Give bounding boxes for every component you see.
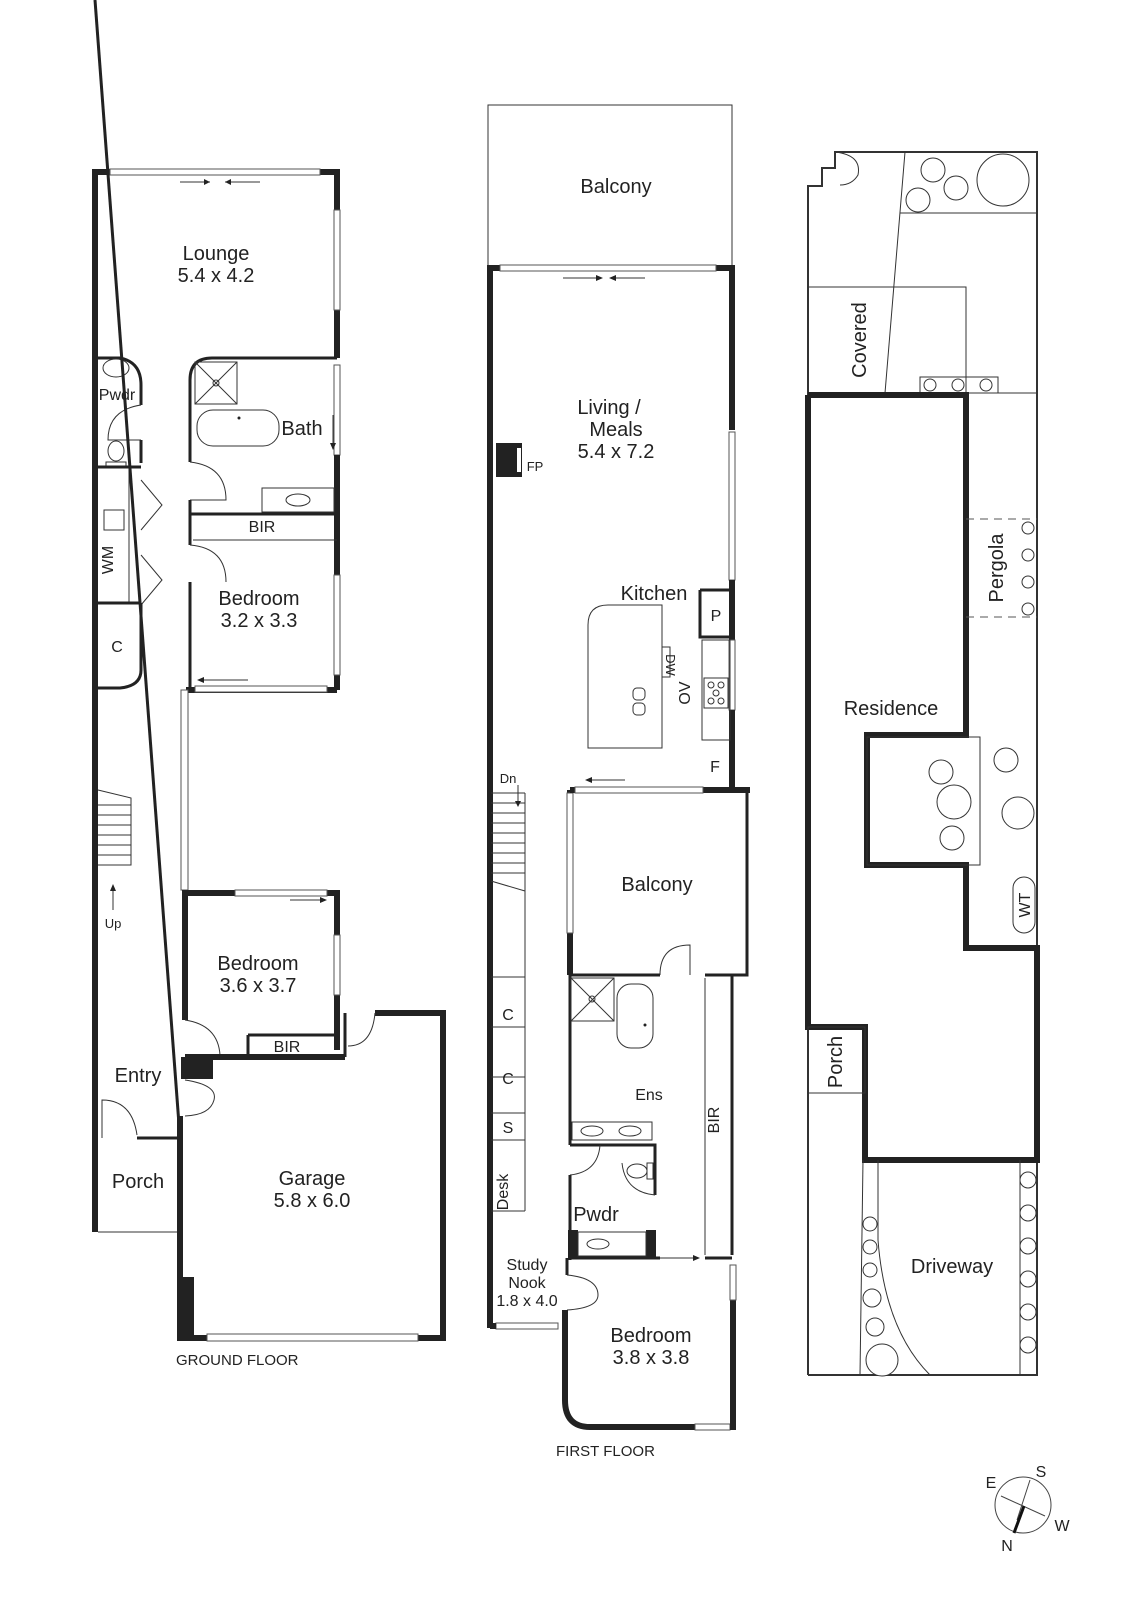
- tree-icon: [862, 1288, 882, 1308]
- tree-icon: [1001, 796, 1035, 830]
- fireplace-label: FP: [527, 459, 544, 474]
- balcony-top-label: Balcony: [580, 176, 651, 198]
- first-floor-labels: Balcony Living / Meals 5.4 x 7.2 FP Kitc…: [495, 176, 723, 1369]
- tree-icon: [862, 1239, 878, 1255]
- water-tank-label: WT: [1017, 892, 1034, 917]
- residence-label: Residence: [844, 698, 939, 720]
- bir-label-1: BIR: [249, 519, 276, 536]
- pantry-label: P: [711, 608, 722, 625]
- garage-label: Garage: [279, 1168, 346, 1190]
- compass-w: W: [1054, 1518, 1070, 1535]
- tree-icon: [862, 1262, 878, 1278]
- bedroom-first-label: Bedroom: [610, 1325, 691, 1347]
- stairs-down-label: Dn: [500, 771, 517, 786]
- ground-floor-labels: Lounge 5.4 x 4.2 Pwdr Bath BIR WM Bedroo…: [99, 243, 351, 1212]
- ensuite-label: Ens: [635, 1087, 663, 1104]
- tree-icon: [993, 747, 1019, 773]
- tree-icon: [979, 378, 993, 392]
- site-plan-labels: Covered Pergola Residence WT Porch Drive…: [825, 302, 1034, 1278]
- pwdr-label: Pwdr: [99, 387, 136, 404]
- bedroom-first-size: 3.8 x 3.8: [613, 1347, 690, 1369]
- study-label-line1: Study: [507, 1257, 548, 1274]
- tree-icon: [865, 1343, 899, 1377]
- ground-floor-plan: [92, 0, 446, 1342]
- kitchen-label: Kitchen: [621, 583, 688, 605]
- dishwasher-label: DW: [663, 654, 678, 676]
- study-size: 1.8 x 4.0: [496, 1293, 557, 1310]
- tree-icon: [943, 175, 969, 201]
- cupboard-label: C: [111, 639, 123, 656]
- tree-icon: [951, 378, 965, 392]
- desk-label: Desk: [495, 1173, 512, 1210]
- first-floor-plan: [487, 104, 750, 1431]
- cupboard1-label: C: [502, 1007, 514, 1024]
- pwdr-label-first: Pwdr: [573, 1204, 619, 1226]
- ground-floor-caption: GROUND FLOOR: [176, 1352, 299, 1369]
- covered-label: Covered: [849, 302, 871, 378]
- compass-icon: S E W N: [986, 1464, 1071, 1555]
- study-label-line2: Nook: [508, 1275, 546, 1292]
- compass-n: N: [1001, 1538, 1013, 1555]
- tree-icon: [1021, 521, 1035, 535]
- garage-size: 5.8 x 6.0: [274, 1190, 351, 1212]
- tree-icon: [1019, 1270, 1037, 1288]
- bedroom1-size: 3.2 x 3.3: [221, 610, 298, 632]
- living-label-line1: Living /: [577, 397, 641, 419]
- lounge-label: Lounge: [183, 243, 250, 265]
- entry-label: Entry: [115, 1065, 162, 1087]
- tree-icon: [862, 1216, 878, 1232]
- tree-icon: [1019, 1336, 1037, 1354]
- porch-site-label: Porch: [825, 1036, 847, 1088]
- tree-icon: [1019, 1303, 1037, 1321]
- wm-label: WM: [100, 546, 117, 574]
- tree-icon: [923, 378, 937, 392]
- tree-icon: [936, 784, 972, 820]
- bath-label: Bath: [281, 418, 322, 440]
- balcony-mid-label: Balcony: [621, 874, 692, 896]
- bir-label-first: BIR: [706, 1107, 723, 1134]
- bedroom2-label: Bedroom: [217, 953, 298, 975]
- oven-label: OV: [677, 681, 694, 704]
- bedroom1-label: Bedroom: [218, 588, 299, 610]
- driveway-label: Driveway: [911, 1256, 993, 1278]
- bedroom2-size: 3.6 x 3.7: [220, 975, 297, 997]
- tree-icon: [1019, 1237, 1037, 1255]
- compass-s: S: [1036, 1464, 1047, 1481]
- tree-icon: [976, 153, 1030, 207]
- tree-icon: [928, 759, 954, 785]
- pergola-label: Pergola: [986, 533, 1008, 603]
- porch-label: Porch: [112, 1171, 164, 1193]
- tree-icon: [920, 157, 946, 183]
- storage-label: S: [503, 1120, 514, 1137]
- stairs-up-label: Up: [105, 916, 122, 931]
- first-floor-caption: FIRST FLOOR: [556, 1443, 655, 1460]
- tree-icon: [905, 187, 931, 213]
- lounge-size: 5.4 x 4.2: [178, 265, 255, 287]
- tree-icon: [1021, 548, 1035, 562]
- tree-icon: [1021, 575, 1035, 589]
- tree-icon: [939, 825, 965, 851]
- tree-icon: [1019, 1171, 1037, 1189]
- compass-e: E: [986, 1475, 997, 1492]
- site-plan: [805, 151, 1040, 1376]
- tree-icon: [865, 1317, 885, 1337]
- living-label-line2: Meals: [589, 419, 642, 441]
- bir-label-2: BIR: [274, 1039, 301, 1056]
- tree-icon: [1019, 1204, 1037, 1222]
- landscaping-trees: [862, 153, 1037, 1377]
- tree-icon: [1021, 602, 1035, 616]
- cupboard2-label: C: [502, 1071, 514, 1088]
- fridge-label: F: [710, 759, 720, 776]
- living-size: 5.4 x 7.2: [578, 441, 655, 463]
